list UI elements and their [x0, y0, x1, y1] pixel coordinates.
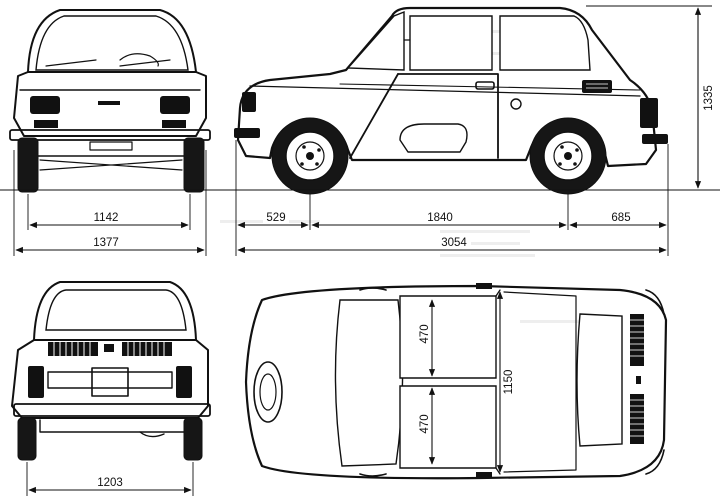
- front-track-label: 1142: [94, 212, 119, 224]
- front-view: [9, 9, 211, 193]
- rear-overhang-label: 685: [611, 212, 630, 224]
- overall-height-label: 1335: [703, 85, 715, 111]
- overall-length-label: 3054: [441, 237, 467, 249]
- wheelbase-label: 1840: [427, 212, 453, 224]
- rear-view: [11, 281, 211, 461]
- top-view: [244, 283, 668, 480]
- rear-track-label: 1203: [97, 477, 123, 489]
- dimension-labels: 1142 1377 529 1840 685 3054 1335 1203 47…: [89, 85, 715, 489]
- front-seat-length-label: 470: [419, 324, 431, 343]
- interior-width-label: 1150: [503, 370, 515, 395]
- overall-width-label: 1377: [93, 237, 119, 249]
- front-overhang-label: 529: [266, 212, 285, 224]
- rear-seat-length-label: 470: [419, 414, 431, 433]
- side-view: [234, 6, 668, 195]
- dimension-lines: [0, 5, 720, 496]
